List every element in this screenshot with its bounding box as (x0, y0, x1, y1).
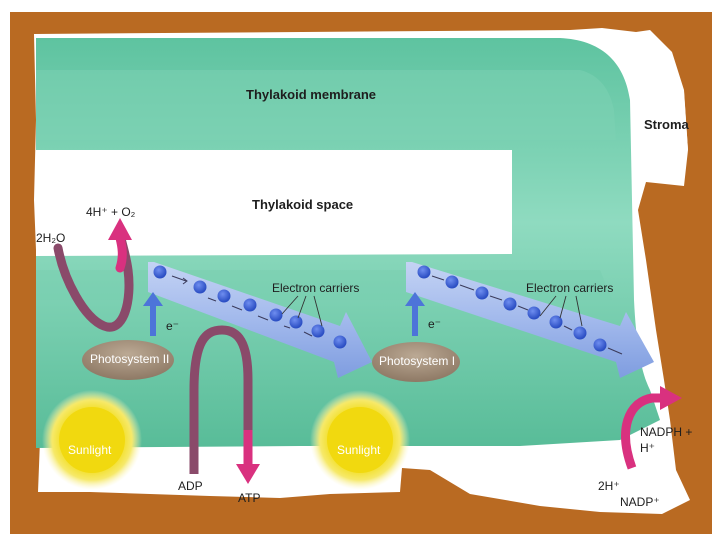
water-label: 2H₂O (36, 231, 66, 245)
sunlight-left-label: Sunlight (68, 443, 112, 457)
thylakoid-membrane-label: Thylakoid membrane (246, 87, 377, 102)
electron-up-arrow-right (405, 292, 425, 336)
electron-carrier-pointers (281, 295, 583, 327)
photosystem-ii (82, 340, 174, 380)
photosystem-i (372, 342, 460, 382)
sunlight-right-label: Sunlight (337, 443, 381, 457)
thylakoid-space-region (36, 150, 512, 256)
photosystem-ii-label: Photosystem II (90, 352, 170, 366)
nadph-arrow (621, 393, 664, 470)
electron-carriers-label-right: Electron carriers (526, 281, 614, 295)
oxygen-arrow-head (108, 218, 132, 240)
adp-label: ADP (178, 479, 203, 493)
electron-carrier-band-right (406, 262, 654, 378)
nadph-label: NADPH + (640, 425, 693, 439)
atp-label: ATP (238, 491, 261, 505)
h-plus-label: H⁺ (640, 441, 655, 455)
atp-arrow-head (236, 464, 260, 484)
thylakoid-space-label: Thylakoid space (252, 197, 354, 212)
stroma-label: Stroma (644, 117, 689, 132)
electron-carriers-right-dots (417, 265, 607, 352)
nadp-plus-label: NADP⁺ (620, 495, 660, 509)
electron-carriers-label-left: Electron carriers (272, 281, 360, 295)
carrier-step-arrows-left (171, 275, 313, 337)
carrier-step-arrows-right (431, 275, 623, 355)
oxygen-label: 4H⁺ + O₂ (86, 205, 136, 219)
adp-atp-arrow (189, 325, 253, 474)
photosystem-i-label: Photosystem I (379, 354, 456, 368)
electron-label-right: e⁻ (428, 317, 442, 331)
electron-carriers-left-dots (153, 265, 347, 349)
electron-up-arrow-left (143, 292, 163, 336)
electron-label-left: e⁻ (166, 319, 180, 333)
two-h-plus-label: 2H⁺ (598, 479, 620, 493)
